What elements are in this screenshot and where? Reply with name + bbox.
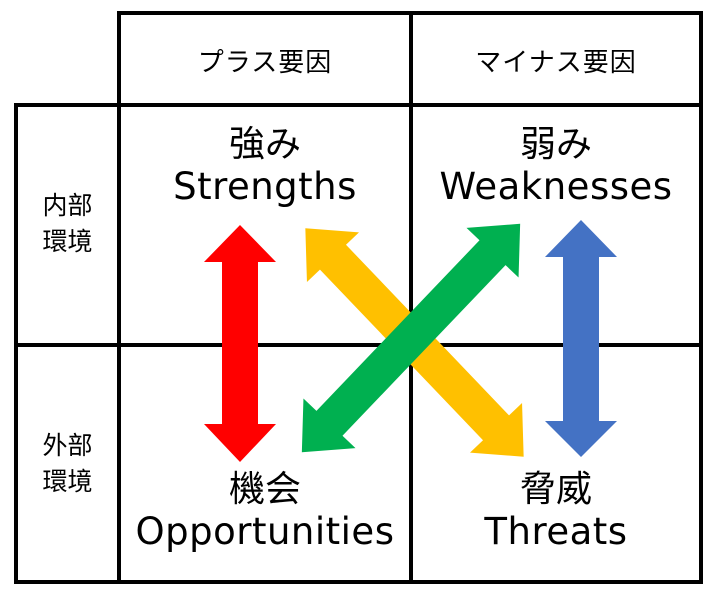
grid-line-left [14,103,18,584]
strengths-jp-label: 強み [228,124,301,165]
grid-line-middle-horizontal [14,343,703,347]
weaknesses-en-label: Weaknesses [439,165,673,208]
quadrant-opportunities: 機会 Opportunities [121,470,409,554]
row-label-external-line1: 外部 [42,431,93,460]
row-label-internal-line1: 内部 [42,191,93,220]
row-label-external-line2: 環境 [42,467,93,496]
blue-double-arrow-icon [545,220,617,457]
row-label-internal: 内部 環境 [18,188,117,260]
green-double-arrow-icon [301,223,521,453]
grid-line-bottom [14,580,703,584]
quadrant-threats: 脅威 Threats [413,470,699,554]
row-label-internal-line2: 環境 [42,227,93,256]
threats-en-label: Threats [484,510,628,553]
grid-line-middle-vertical [409,11,413,584]
threats-jp-label: 脅威 [519,469,592,510]
column-header-minus: マイナス要因 [475,48,637,78]
column-header-plus: プラス要因 [197,48,333,78]
weaknesses-jp-label: 弱み [519,124,592,165]
quadrant-strengths: 強み Strengths [121,125,409,209]
red-double-arrow-icon [204,225,276,462]
grid-line-header-bottom [14,103,703,107]
opportunities-jp-label: 機会 [228,469,301,510]
grid-line-label-column [117,11,121,584]
opportunities-en-label: Opportunities [135,510,395,553]
strengths-en-label: Strengths [173,165,357,208]
quadrant-weaknesses: 弱み Weaknesses [413,125,699,209]
row-label-external: 外部 環境 [18,428,117,500]
grid-line-right [699,11,703,584]
